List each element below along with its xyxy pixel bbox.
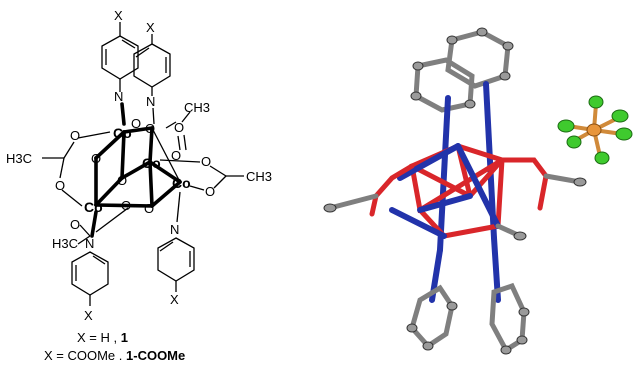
cubane-core <box>94 126 182 208</box>
caption-line-1-compound: 1 <box>121 330 128 345</box>
caption-line-2: X = COOMe . 1-COOMe <box>44 348 185 363</box>
pf6-anion <box>557 95 633 165</box>
crystal-structure <box>323 27 633 355</box>
o-acetate-bottom: O <box>70 217 80 232</box>
o-acetate-left-bottom: O <box>55 178 65 193</box>
pyridine-top-right: X N <box>133 20 171 109</box>
co-label-1: Co <box>113 125 132 141</box>
o-acetate-right-bottom: O <box>205 184 215 199</box>
acetate-right: O O CH3 <box>159 154 272 199</box>
o-cube-3: O <box>144 201 154 216</box>
o-acetate-right-top: O <box>201 154 211 169</box>
acetate-top: O O CH3 O <box>131 100 210 163</box>
h3c-label-bottom: H3C <box>52 236 78 251</box>
co-label-3: Co <box>172 175 191 191</box>
xtal-core <box>327 143 583 239</box>
ch3-label-right: CH3 <box>246 169 272 184</box>
structure-drawing: X N X N <box>6 8 272 323</box>
caption-line-1: X = H , 1 <box>77 330 128 345</box>
co-label-2: Co <box>142 155 161 171</box>
n-label-top-right: N <box>146 94 155 109</box>
acetate-left: O O H3C <box>6 128 111 207</box>
pyridine-bottom-right: N X <box>157 191 195 307</box>
pyridine-top-left: X N <box>101 8 139 104</box>
o-acetate-top-lower: O <box>171 148 181 163</box>
pyridine-bottom-left: N X <box>71 210 109 323</box>
n-label-bottom-right: N <box>170 222 179 237</box>
x-label-bottom-right: X <box>170 292 179 307</box>
caption-line-1-prefix: X = H , <box>77 330 117 345</box>
n-label-bottom-left: N <box>85 236 94 251</box>
o-cube-2: O <box>117 173 127 188</box>
o-acetate-top-left: O <box>131 116 141 131</box>
x-label-bottom-left: X <box>84 308 93 323</box>
caption-line-2-prefix: X = COOMe . <box>44 348 122 363</box>
o-cube-1: O <box>91 151 101 166</box>
n-label-top-left: N <box>114 89 123 104</box>
xtal-pyridine-top-2 <box>413 57 475 113</box>
x-label-top-right: X <box>146 20 155 35</box>
o-acetate-top-right: O <box>174 120 184 135</box>
ch3-label-top: CH3 <box>184 100 210 115</box>
acetate-bottom: O O H3C <box>52 198 131 251</box>
o-acetate-bottom-top: O <box>121 198 131 213</box>
caption: X = H , 1 X = COOMe . 1-COOMe <box>44 330 185 363</box>
h3c-label-left: H3C <box>6 151 32 166</box>
co-label-4: Co <box>84 199 103 215</box>
o-cube-4: O <box>145 121 155 136</box>
x-label-top-left: X <box>114 8 123 23</box>
o-acetate-left-top: O <box>70 128 80 143</box>
caption-line-2-compound: 1-COOMe <box>126 348 185 363</box>
